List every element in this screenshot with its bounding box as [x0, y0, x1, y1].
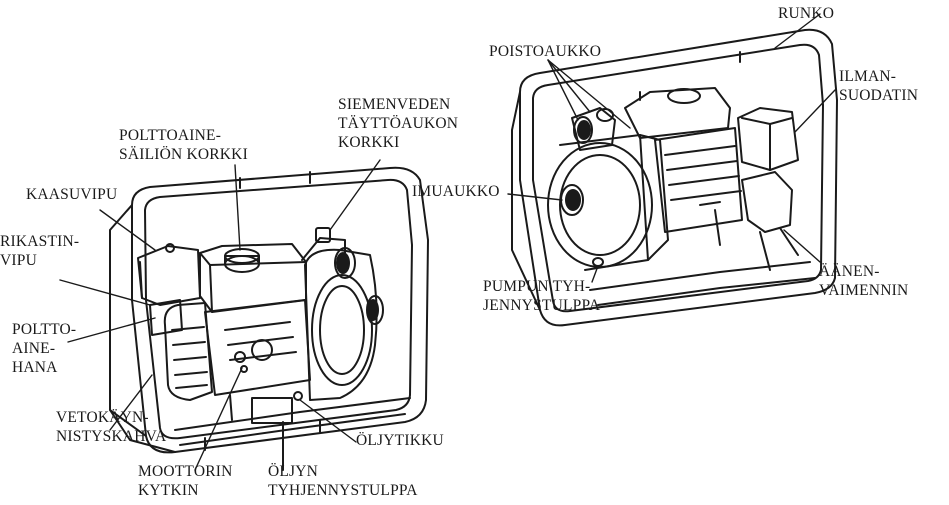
- label-kaasuvipu: KAASUVIPU: [26, 186, 118, 203]
- label-aanenvaimennin: ÄÄNEN- VAIMENNIN: [819, 263, 909, 299]
- label-runko: RUNKO: [778, 5, 835, 22]
- label-imuaukko: IMUAUKKO: [412, 183, 500, 200]
- front-pump-drawing: [109, 166, 429, 471]
- label-rikastinvipu: RIKASTIN- VIPU: [0, 233, 80, 269]
- label-oljytikku: ÖLJYTIKKU: [356, 432, 444, 449]
- label-pumpun-tyhjennystulppa: PUMPUN TYH- JENNYSTULPPA: [483, 278, 601, 314]
- label-ilmansuodatin: ILMAN- SUODATIN: [839, 68, 919, 104]
- label-polttoainehana: POLTTO- AINE- HANA: [12, 321, 77, 376]
- rear-pump-drawing: [511, 28, 838, 327]
- label-moottorin-kytkin: MOOTTORIN KYTKIN: [138, 463, 233, 499]
- label-siemenveden-taytto: SIEMENVEDEN TÄYTTÖAUKON KORKKI: [338, 96, 459, 151]
- leader-lines: [59, 13, 836, 471]
- label-oljyn-tyhjennystulppa: ÖLJYN TYHJENNYSTULPPA: [268, 463, 418, 499]
- label-vetokaynnistyskahva: VETOKÄYN- NISTYSKAHVA: [56, 409, 167, 445]
- label-polttoainesailion-korkki: POLTTOAINE- SÄILIÖN KORKKI: [119, 127, 248, 163]
- label-poistoaukko: POISTOAUKKO: [489, 43, 602, 60]
